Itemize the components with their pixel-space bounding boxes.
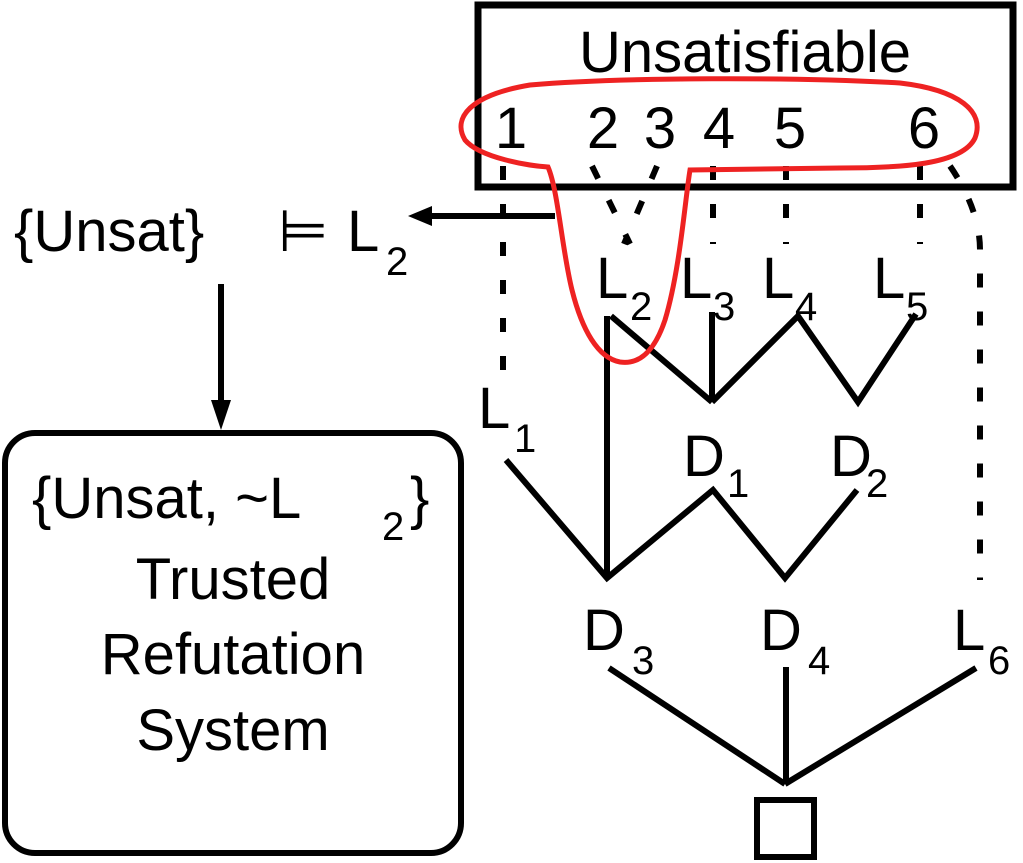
edge-L1-D3-D1-D4-D2 — [503, 458, 860, 583]
node-L1: L 1 — [478, 376, 536, 461]
svg-text:⊨: ⊨ — [278, 199, 329, 264]
trusted-line1: {Unsat, ~L 2 } — [32, 466, 429, 549]
trusted-line3: Refutation — [101, 622, 365, 687]
clause-2: 2 — [587, 96, 619, 161]
svg-text:D: D — [683, 424, 725, 489]
node-D3: D 3 — [583, 598, 654, 683]
svg-text:{Unsat}: {Unsat} — [14, 199, 204, 264]
node-L6: L 6 — [953, 598, 1010, 683]
svg-text:L: L — [680, 246, 712, 311]
edge-D3-empty — [607, 665, 787, 787]
node-D2: D 2 — [830, 424, 888, 506]
node-D4: D 4 — [760, 598, 830, 683]
svg-text:2: 2 — [386, 240, 408, 284]
svg-text:2: 2 — [866, 462, 888, 506]
svg-text:3: 3 — [632, 639, 654, 683]
edge-L2-D1 — [609, 313, 714, 405]
trusted-refutation-box — [2, 430, 464, 856]
node-L5: L 5 — [873, 246, 928, 329]
svg-text:{Unsat, ~L: {Unsat, ~L — [32, 466, 301, 531]
clause-4: 4 — [703, 96, 735, 161]
node-L3: L 3 — [680, 246, 735, 329]
svg-text:1: 1 — [514, 417, 536, 461]
entailment-label: {Unsat} ⊨ L 2 — [14, 199, 408, 284]
highlight-outline — [458, 76, 980, 365]
svg-text:4: 4 — [795, 285, 817, 329]
clause-3: 3 — [644, 96, 676, 161]
clause-5: 5 — [774, 96, 806, 161]
svg-text:L: L — [478, 376, 510, 441]
trusted-line4: System — [136, 698, 329, 763]
svg-text:2: 2 — [382, 505, 404, 549]
unsat-title: Unsatisfiable — [579, 20, 911, 85]
svg-text:L: L — [873, 246, 905, 311]
clause-1: 1 — [495, 96, 527, 161]
svg-text:6: 6 — [988, 639, 1010, 683]
svg-text:L: L — [762, 246, 794, 311]
edge-L4-D1-D2-L5 — [709, 311, 919, 408]
svg-text:4: 4 — [808, 639, 830, 683]
link-3-L2 — [621, 164, 660, 246]
arrow-head-down-icon — [211, 400, 231, 430]
svg-text:D: D — [830, 424, 872, 489]
svg-text:L: L — [953, 598, 985, 663]
link-2-L2 — [589, 164, 633, 246]
node-D1: D 1 — [683, 424, 749, 506]
svg-text:D: D — [583, 598, 625, 663]
link-6-L6 — [947, 164, 983, 580]
svg-text:3: 3 — [713, 285, 735, 329]
svg-text:}: } — [410, 466, 429, 531]
node-L4: L 4 — [762, 246, 817, 329]
svg-text:D: D — [760, 598, 802, 663]
arrow-head-left-icon — [408, 206, 432, 226]
edge-L6-empty — [783, 665, 978, 787]
empty-clause-icon — [754, 797, 817, 860]
node-L2: L 2 — [596, 246, 652, 329]
svg-text:L: L — [347, 199, 379, 264]
svg-text:1: 1 — [727, 462, 749, 506]
svg-text:L: L — [596, 246, 628, 311]
clause-6: 6 — [908, 96, 940, 161]
trusted-line2: Trusted — [136, 547, 330, 612]
unsat-box — [474, 1, 1017, 191]
svg-text:2: 2 — [630, 285, 652, 329]
